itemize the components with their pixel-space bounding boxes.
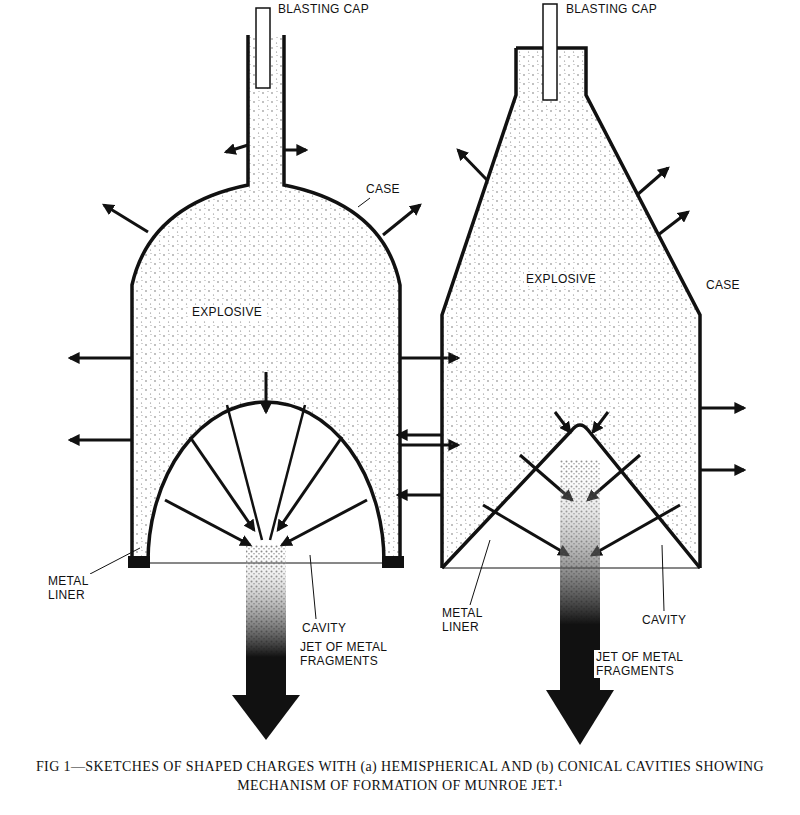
label-case: CASE <box>704 278 742 292</box>
label-cavity: CAVITY <box>300 621 348 635</box>
label-blasting-cap: BLASTING CAP <box>564 2 659 16</box>
label-explosive: EXPLOSIVE <box>190 305 264 319</box>
label-metal-liner: METAL LINER <box>46 574 110 602</box>
label-metal-liner: METAL LINER <box>440 606 504 634</box>
label-jet: JET OF METAL FRAGMENTS <box>298 640 398 668</box>
label-blasting-cap: BLASTING CAP <box>276 2 371 16</box>
label-cavity: CAVITY <box>640 613 688 627</box>
label-case: CASE <box>364 182 402 196</box>
label-jet: JET OF METAL FRAGMENTS <box>594 650 694 678</box>
figure-caption: FIG 1—SKETCHES OF SHAPED CHARGES WITH (a… <box>20 757 780 795</box>
label-explosive: EXPLOSIVE <box>524 272 598 286</box>
